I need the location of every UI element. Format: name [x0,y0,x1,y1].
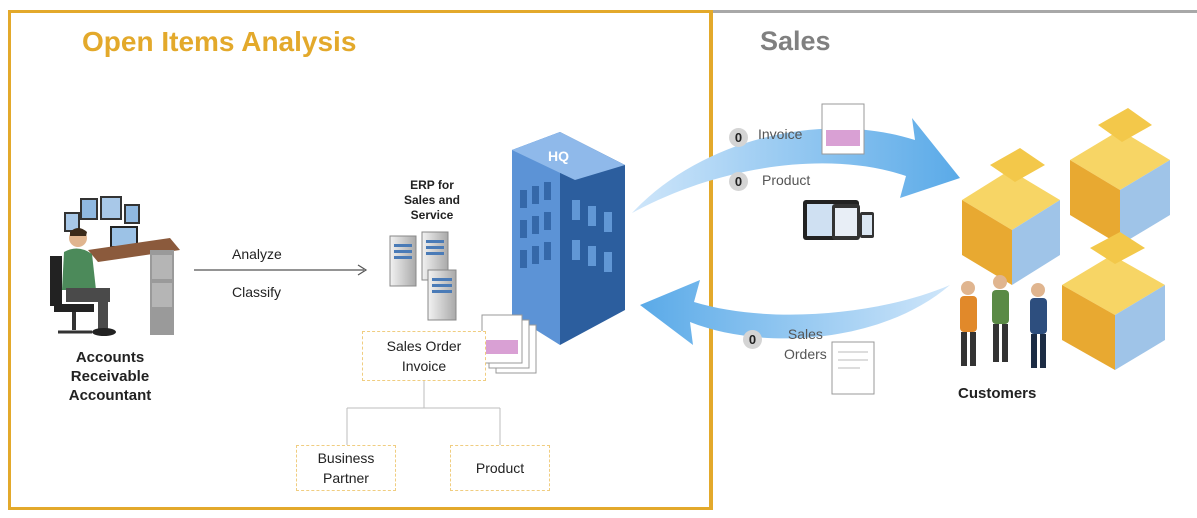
erp-label-line1: ERP for [410,178,454,192]
sales-orders-line2: Orders [784,346,827,362]
accountant-illustration [50,196,180,336]
partner-label: Partner [323,470,369,486]
outbound-arrow [632,118,960,213]
sales-panel-top-border [713,10,1197,13]
customer-buildings [962,108,1170,370]
invoice-documents-icon [481,314,537,374]
sales-orders-flow-label: Sales Orders [784,324,827,364]
analyze-label: Analyze [232,246,282,262]
sales-order-label: Sales Order [386,338,462,354]
hq-sign: HQ [548,148,569,164]
inbound-arrow [640,280,950,345]
open-items-panel [8,10,713,510]
erp-label-line3: Service [410,208,454,222]
tree-connector [346,381,501,445]
classify-label: Classify [232,284,282,300]
business-label: Business [317,450,375,466]
sales-order-doc-icon [831,341,875,395]
invoice-flow-label: Invoice [758,126,803,142]
sales-order-invoice-box: Sales Order Invoice [362,331,486,381]
hq-building [512,132,625,345]
invoice-doc-icon [821,103,865,155]
accountant-label-line2: Receivable [70,368,150,385]
accountant-label-line3: Accountant [68,387,152,404]
accountant-label-line1: Accounts [75,349,145,366]
erp-label-line2: Sales and [403,193,461,207]
sales-orders-line1: Sales [787,326,823,342]
open-items-title: Open Items Analysis [82,26,357,57]
customers-label: Customers [958,385,1037,402]
sales-title: Sales [760,26,831,56]
erp-label: ERP for Sales and Service [382,178,482,223]
product-box-label: Product [475,460,525,476]
product-count-badge: 0 [729,172,748,191]
product-devices-icon [803,200,874,240]
invoice-label: Invoice [401,358,447,374]
product-flow-label: Product [762,172,811,188]
customer-people [960,275,1047,368]
accountant-label: Accounts Receivable Accountant [45,348,175,405]
business-partner-box: Business Partner [296,445,396,491]
invoice-count-badge: 0 [729,128,748,147]
sales-orders-count-badge: 0 [743,330,762,349]
erp-servers [389,231,457,321]
analyze-arrow [194,264,368,276]
product-box: Product [450,445,550,491]
